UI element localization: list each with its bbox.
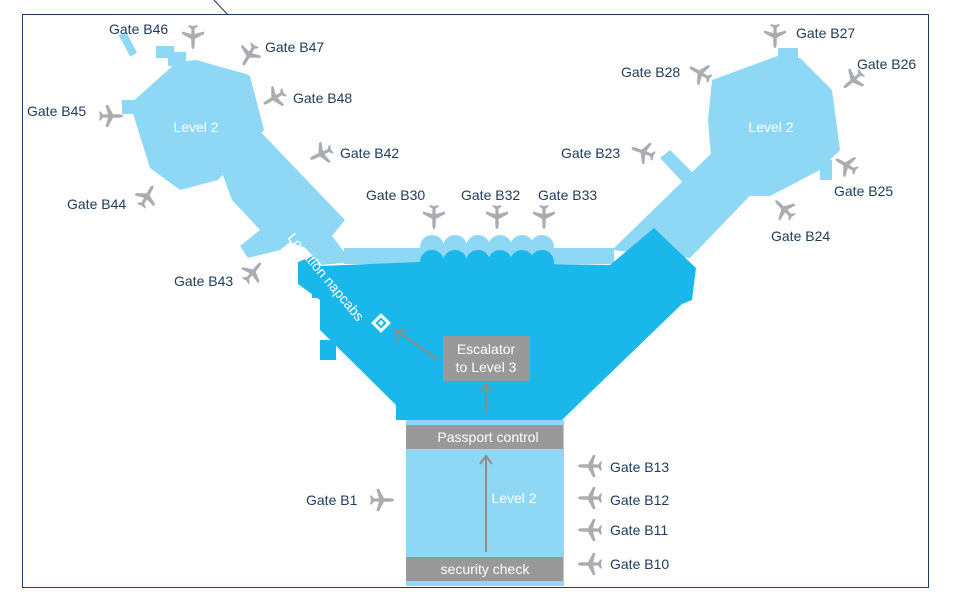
napcab-marker-icon[interactable] (371, 313, 391, 333)
gate-b27[interactable]: Gate B27 (796, 25, 855, 41)
map-frame (22, 14, 929, 588)
passport-control-box[interactable]: Passport control (406, 425, 563, 449)
gate-b45[interactable]: Gate B45 (27, 103, 86, 119)
passport-control-label: Passport control (437, 429, 538, 445)
level-label-bottom: Level 2 (491, 490, 536, 506)
airplane-icon (131, 180, 163, 212)
gate-b10[interactable]: Gate B10 (610, 556, 669, 572)
gate-b42[interactable]: Gate B42 (340, 145, 399, 161)
airplane-icon (233, 39, 265, 71)
gate-b43[interactable]: Gate B43 (174, 273, 233, 289)
gate-b33[interactable]: Gate B33 (538, 187, 597, 203)
airplane-icon (486, 205, 508, 229)
gate-b26[interactable]: Gate B26 (857, 56, 916, 72)
left-satellite (130, 60, 264, 190)
airplane-icon (578, 455, 602, 477)
airplane-icon (258, 82, 290, 114)
airplane-icon (684, 57, 716, 89)
gate-b30[interactable]: Gate B30 (366, 187, 425, 203)
arrows (394, 330, 493, 552)
left-pier (218, 126, 352, 265)
right-satellite (708, 55, 840, 196)
gate-b12[interactable]: Gate B12 (610, 492, 669, 508)
escalator-line2: to Level 3 (456, 359, 517, 375)
gate-labels: Gate B46 Gate B47 Gate B48 Gate B45 Gate… (27, 21, 916, 572)
gate-b23[interactable]: Gate B23 (561, 145, 620, 161)
level-label-left: Level 2 (173, 119, 218, 135)
airplane-icon (578, 487, 602, 509)
gate-b46[interactable]: Gate B46 (109, 21, 168, 37)
airplane-icon (578, 519, 602, 541)
gate-b13[interactable]: Gate B13 (610, 459, 669, 475)
security-check-box[interactable]: security check (406, 557, 563, 581)
airplane-icon (182, 25, 204, 49)
gate-b48[interactable]: Gate B48 (293, 90, 352, 106)
airplane-icon (99, 105, 123, 127)
gate-b11[interactable]: Gate B11 (610, 522, 668, 538)
main-terminal-area (298, 228, 696, 420)
airplane-icon (767, 192, 801, 226)
airplane-icon (236, 255, 270, 289)
gate-b28[interactable]: Gate B28 (621, 64, 680, 80)
airplane-icon (533, 205, 555, 229)
airplane-icon (627, 137, 659, 167)
airplane-icon (423, 205, 445, 229)
gate-b24[interactable]: Gate B24 (771, 228, 830, 244)
gate-b1[interactable]: Gate B1 (306, 492, 358, 508)
gate-b47[interactable]: Gate B47 (265, 39, 324, 55)
gate-b32[interactable]: Gate B32 (461, 187, 520, 203)
airplane-icon (305, 138, 337, 170)
gate-b25[interactable]: Gate B25 (834, 183, 893, 199)
airplane-icon (370, 489, 394, 511)
frame-leader-line (213, 0, 229, 16)
gate-b44[interactable]: Gate B44 (67, 196, 126, 212)
airplane-icon (578, 553, 602, 575)
security-check-label: security check (441, 561, 531, 577)
escalator-line1: Escalator (457, 341, 516, 357)
airplane-icon (764, 24, 786, 48)
level-label-right: Level 2 (748, 119, 793, 135)
escalator-box[interactable]: Escalator to Level 3 (443, 336, 530, 381)
